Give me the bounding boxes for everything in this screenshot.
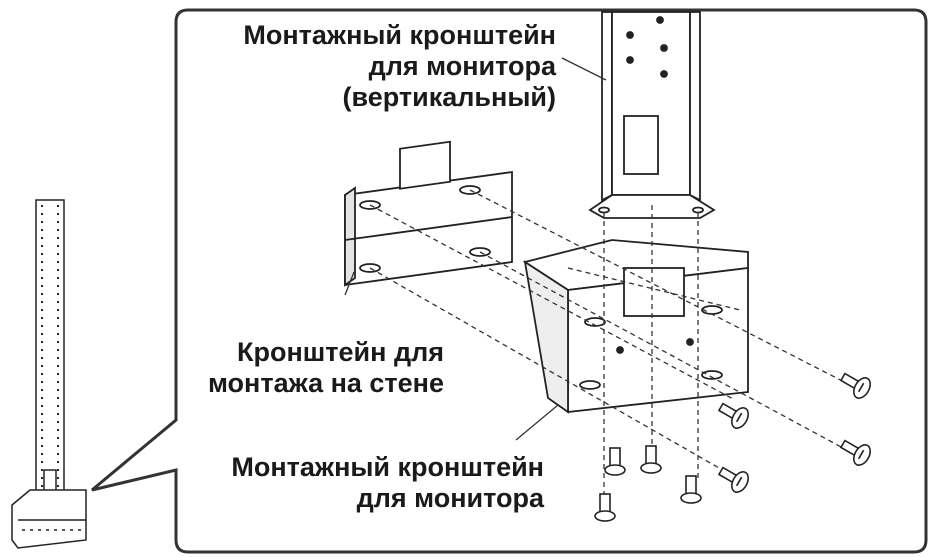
alignment-line [469,189,857,389]
screw [680,475,702,504]
monitor-mount-bracket-slot [579,380,601,390]
screws [594,372,871,522]
leader-line-wall-bracket [344,271,355,296]
vertical-bracket-window [623,115,659,175]
wall-mount-bracket-fold [344,216,513,241]
label-wall-bracket-line2: монтажа на стене [207,368,444,398]
screw [717,466,749,493]
wall-mount-bracket-window [399,140,451,190]
monitor-mount-bracket-slot [584,317,606,327]
overview-pole-base [11,489,87,549]
vertical-bracket-hole [660,44,668,52]
vertical-bracket-foot-hole [692,206,704,214]
label-vertical-bracket-line2: для монитора [368,51,556,81]
wall-mount-bracket [344,140,513,287]
screw [839,439,871,466]
vertical-bracket-right-flange [689,11,701,202]
vertical-bracket-hole [660,70,668,78]
monitor-mount-bracket-hole [686,338,694,346]
label-monitor-bracket-line1: Монтажный кронштейн [231,452,544,482]
label-vertical-bracket-line3: (вертикальный) [342,82,556,112]
monitor-mount-bracket-hole [616,346,624,354]
overview-pole [11,199,87,549]
monitor-mount-bracket-cutout [623,267,685,317]
leader-line-monitor-bracket [515,404,559,441]
vertical-bracket-hole [626,56,634,64]
label-wall-bracket-line1: Кронштейн для [237,337,444,367]
label-monitor-bracket-line2: для монитора [356,483,544,513]
monitor-mount-bracket [522,239,749,414]
monitor-mount-bracket-side [523,260,569,414]
monitor-mount-bracket-slot [701,370,723,380]
label-monitor-bracket: Монтажный кронштейн для монитора [231,452,544,514]
overview-pole-slot [43,469,57,493]
label-wall-bracket: Кронштейн для монтажа на стене [208,337,444,399]
screw [604,447,626,476]
overview-pole-column [35,199,65,501]
leader-line-vertical-bracket [561,57,607,81]
screw [717,402,749,429]
vertical-bracket-foot-hole [598,206,610,214]
alignment-line [369,204,736,401]
alignment-line [369,267,741,481]
vertical-bracket-hole [626,31,634,39]
alignment-lines [369,189,857,495]
leader-lines [344,57,607,441]
callout-frame [91,8,928,554]
wall-mount-bracket-edge [344,186,356,287]
vertical-bracket [588,11,716,219]
callout-outline [91,8,928,554]
label-vertical-bracket: Монтажный кронштейн для монитора (вертик… [243,20,556,113]
screw [640,445,662,474]
label-vertical-bracket-line1: Монтажный кронштейн [243,20,556,50]
vertical-bracket-left-flange [601,11,613,202]
screw [594,493,616,522]
vertical-bracket-hole [656,16,664,24]
alignment-line [567,267,741,311]
screw [839,372,871,399]
